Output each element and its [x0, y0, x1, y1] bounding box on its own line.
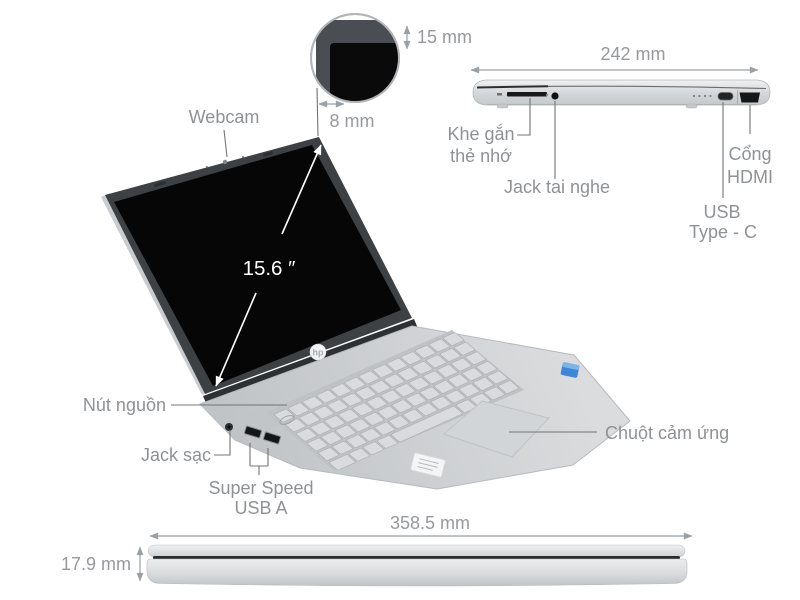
status-led-1: [692, 94, 696, 98]
status-led-4: [709, 94, 712, 98]
usb-c-label-line2: Type - C: [689, 222, 757, 242]
laptop-front-view: 358.5 mm 17.9 mm: [61, 513, 693, 587]
lid-bumper-right: [263, 151, 273, 157]
laptop-screen: [114, 145, 401, 386]
usb-c-label-line1: USB: [703, 202, 740, 222]
webcam-label: Webcam: [189, 107, 260, 127]
hp-logo: [309, 343, 327, 361]
side-bezel-dimension: 8 mm: [330, 111, 375, 131]
lid-side-slot: [128, 239, 134, 247]
power-button: [279, 415, 295, 425]
front-view-lid: [147, 544, 686, 558]
headphone-jack-port: [551, 92, 559, 100]
mic-dot: [206, 166, 208, 168]
screen-size-label: 15.6 ″: [243, 257, 296, 280]
status-led-2: [698, 94, 701, 98]
sd-card-slot: [507, 92, 547, 97]
front-width-dimension: 358.5 mm: [390, 513, 470, 533]
bezel-zoom-callout: 15 mm 8 mm: [310, 13, 472, 137]
sd-icon: [497, 93, 502, 96]
hdmi-label-line1: Cổng: [728, 144, 771, 164]
screen-diagonal-arrow-upper: [281, 144, 322, 235]
sd-slot-leader: [517, 98, 531, 136]
callout-connector-line: [316, 87, 319, 137]
rubber-foot-left: [496, 103, 509, 109]
keyboard-keys: [274, 332, 519, 471]
touchpad: [443, 400, 550, 458]
screen-diagonal-arrow-lower: [215, 292, 257, 387]
front-view-gap: [153, 556, 680, 560]
laptop-three-quarter-view: hp 15.6 ″: [101, 137, 631, 490]
mic-dot-2: [242, 156, 244, 158]
hdmi-port: [739, 92, 760, 103]
top-bezel-dimension: 15 mm: [417, 27, 472, 47]
front-height-dimension: 17.9 mm: [61, 554, 131, 574]
power-button-label: Nút nguồn: [83, 395, 166, 415]
usb-a-label-line1: Super Speed: [208, 478, 313, 498]
magnified-screen: [330, 43, 399, 102]
headphone-label: Jack tai nghe: [504, 177, 610, 197]
side-width-dimension: 242 mm: [600, 44, 665, 64]
usb-c-port: [717, 92, 734, 101]
usb-a-port-1: [243, 425, 263, 439]
sd-slot-label-line1: Khe gắn: [447, 123, 514, 144]
webcam-leader: [223, 129, 228, 158]
rubber-foot-right: [685, 103, 698, 109]
headphone-icon: [545, 93, 549, 97]
status-led-3: [703, 94, 707, 98]
magnifier-ring: [310, 13, 400, 103]
touchpad-label: Chuột cảm ứng: [605, 423, 729, 443]
laptop-side-view: 242 mm Khe gắn thẻ nhớ Jack tai nghe Cổn…: [447, 44, 773, 242]
charging-jack-leader: [214, 430, 231, 456]
side-seam-dark: [476, 85, 549, 89]
usb-a-port-2: [262, 431, 282, 445]
usb-a-label-line2: USB A: [234, 498, 287, 518]
lid-bumper-left: [154, 181, 166, 187]
charging-jack-label: Jack sạc: [141, 445, 211, 465]
hp-logo-text: hp: [313, 348, 324, 358]
intel-sticker: [560, 362, 580, 378]
front-view-base: [146, 558, 688, 587]
main-view-labels: Webcam Nút nguồn Jack sạc Super Speed US…: [83, 107, 729, 518]
charging-jack-pin: [227, 425, 231, 429]
sd-slot-label-line2: thẻ nhớ: [450, 146, 512, 166]
spec-sticker: [410, 452, 446, 478]
hdmi-label-line2: HDMI: [727, 167, 773, 187]
webcam-dot: [222, 159, 228, 165]
usb-a-bracket: [249, 443, 269, 475]
